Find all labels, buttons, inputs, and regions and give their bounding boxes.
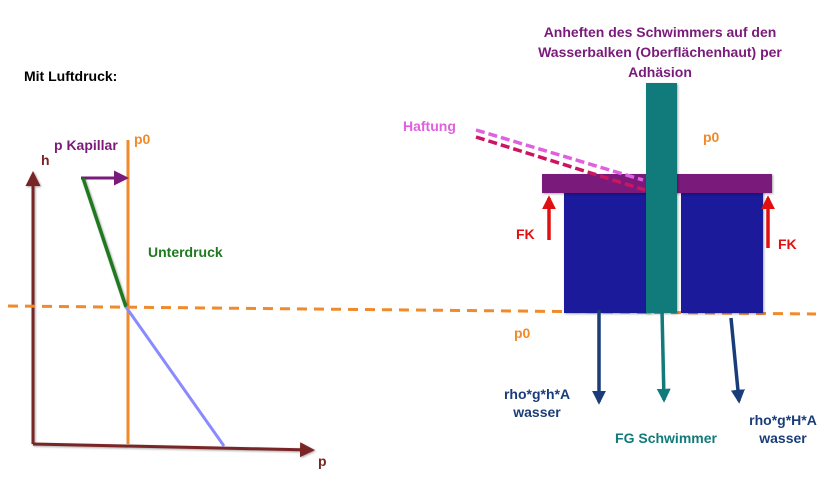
unterdruck-label: Unterdruck	[148, 244, 223, 260]
fg-schwimmer-label: FG Schwimmer	[615, 430, 717, 446]
haftung-line-light	[475, 128, 644, 182]
title-line-2: Wasserbalken (Oberflächenhaut) per	[538, 44, 782, 60]
hydrostatic-force-arrow-right	[729, 317, 745, 404]
p0-label-right: p0	[703, 129, 720, 145]
rho-left-line-1: rho*g*h*A	[504, 386, 570, 402]
fk-label-left: FK	[516, 226, 535, 242]
water-block-right	[681, 190, 763, 313]
water-block-left	[564, 190, 650, 313]
rho-right-line-1: rho*g*H*A	[749, 412, 817, 428]
p-axis	[32, 442, 315, 458]
h-axis-label: h	[41, 152, 50, 168]
title-line-3: Adhäsion	[628, 64, 692, 80]
mit-luftdruck-label: Mit Luftdruck:	[24, 68, 117, 84]
haftung-line-dark	[475, 135, 646, 192]
weight-force-arrow	[656, 309, 671, 403]
float-body	[646, 83, 677, 313]
fk-label-right: FK	[778, 236, 797, 252]
rho-left-line-2: wasser	[512, 404, 561, 420]
p0-label-left: p0	[134, 131, 151, 147]
hydrostatic-pressure-line	[124, 306, 226, 447]
p-axis-label: p	[318, 453, 327, 469]
p0-label-waterline: p0	[514, 325, 531, 341]
p-kapillar-label: p Kapillar	[54, 137, 118, 153]
haftung-label: Haftung	[403, 118, 456, 134]
title-line-1: Anheften des Schwimmers auf den	[544, 24, 777, 40]
rho-right-line-2: wasser	[758, 430, 807, 446]
unterdruck-line	[81, 177, 128, 308]
